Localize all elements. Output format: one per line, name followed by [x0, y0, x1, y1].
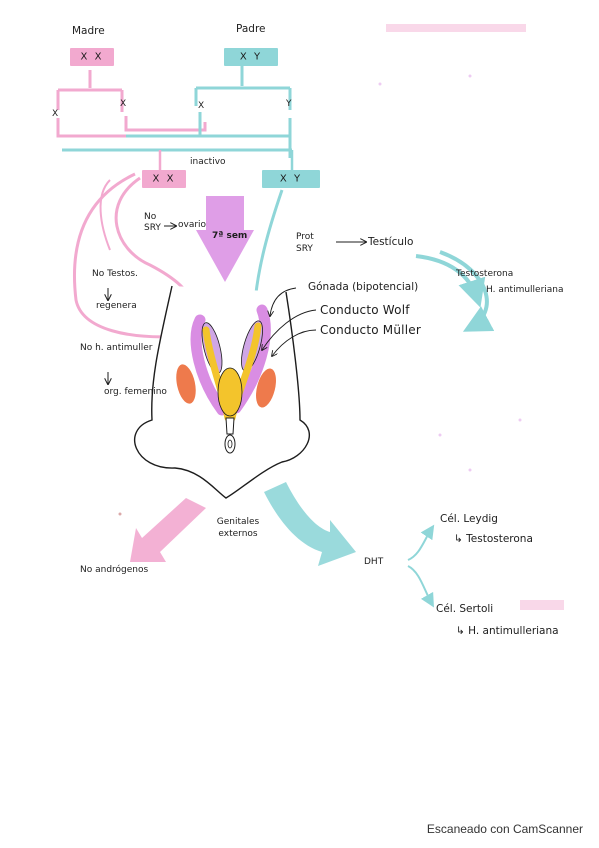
- gonada-label: Gónada (bipotencial): [308, 281, 419, 293]
- genitales-externos-label: Genitales externos: [216, 517, 260, 540]
- female-karyotype: X X: [152, 173, 176, 185]
- testosterona-output-label: ↳ Testosterona: [454, 533, 533, 545]
- testosterona-label: Testosterona: [456, 269, 514, 279]
- padre-karyotype: X Y: [239, 51, 263, 63]
- scanner-watermark: Escaneado con CamScanner: [426, 822, 583, 836]
- male-karyotype-box: X Y: [262, 170, 320, 188]
- no-h-antimuller-label: No h. antimuller: [80, 343, 153, 353]
- inactivo-label: inactivo: [190, 157, 226, 167]
- gamete-2: X: [120, 99, 127, 109]
- dht-label: DHT: [364, 557, 384, 567]
- conducto-wolf-label: Conducto Wolf: [320, 303, 410, 317]
- h-antimulleriana-output-text: H. antimulleriana: [468, 625, 559, 637]
- male-karyotype: X Y: [279, 173, 303, 185]
- no-sry-label: No SRY: [144, 212, 161, 233]
- inheritance-lines: [56, 66, 294, 170]
- madre-label: Madre: [72, 25, 105, 37]
- week-label: 7ª sem: [212, 231, 248, 241]
- testiculo-label: Testículo: [368, 236, 414, 248]
- gamete-3: X: [198, 101, 205, 111]
- regenera-label: regenera: [96, 301, 137, 311]
- testosterona-output-text: Testosterona: [466, 533, 533, 545]
- padre-karyotype-box: X Y: [224, 48, 278, 66]
- embryo-illustration: [133, 285, 311, 499]
- gamete-1: X: [52, 109, 59, 119]
- h-antimulleriana-label: H. antimulleriana: [486, 285, 564, 295]
- male-genital-arrow: [264, 482, 356, 566]
- gamete-4: Y: [286, 99, 292, 109]
- madre-karyotype-box: X X: [70, 48, 114, 66]
- h-antimulleriana-output-label: ↳ H. antimulleriana: [456, 625, 559, 637]
- padre-label: Padre: [236, 23, 266, 35]
- scan-marks: [118, 24, 564, 610]
- development-arrow: [196, 196, 254, 282]
- madre-karyotype: X X: [80, 51, 104, 63]
- no-testos-label: No Testos.: [92, 269, 138, 279]
- female-karyotype-box: X X: [142, 170, 186, 188]
- conducto-muller-label: Conducto Müller: [320, 323, 421, 337]
- no-androgenos-label: No andrógenos: [80, 565, 149, 575]
- cel-sertoli-label: Cél. Sertoli: [436, 603, 494, 615]
- female-genital-arrow: [130, 498, 206, 562]
- cel-leydig-label: Cél. Leydig: [440, 513, 498, 525]
- org-femenino-label: org. femenino: [104, 387, 167, 397]
- embryo-pointers: [262, 287, 317, 356]
- ovario-label: ovario: [178, 220, 207, 230]
- prot-sry-label: Prot SRY: [296, 232, 314, 254]
- dht-branches: [407, 524, 435, 608]
